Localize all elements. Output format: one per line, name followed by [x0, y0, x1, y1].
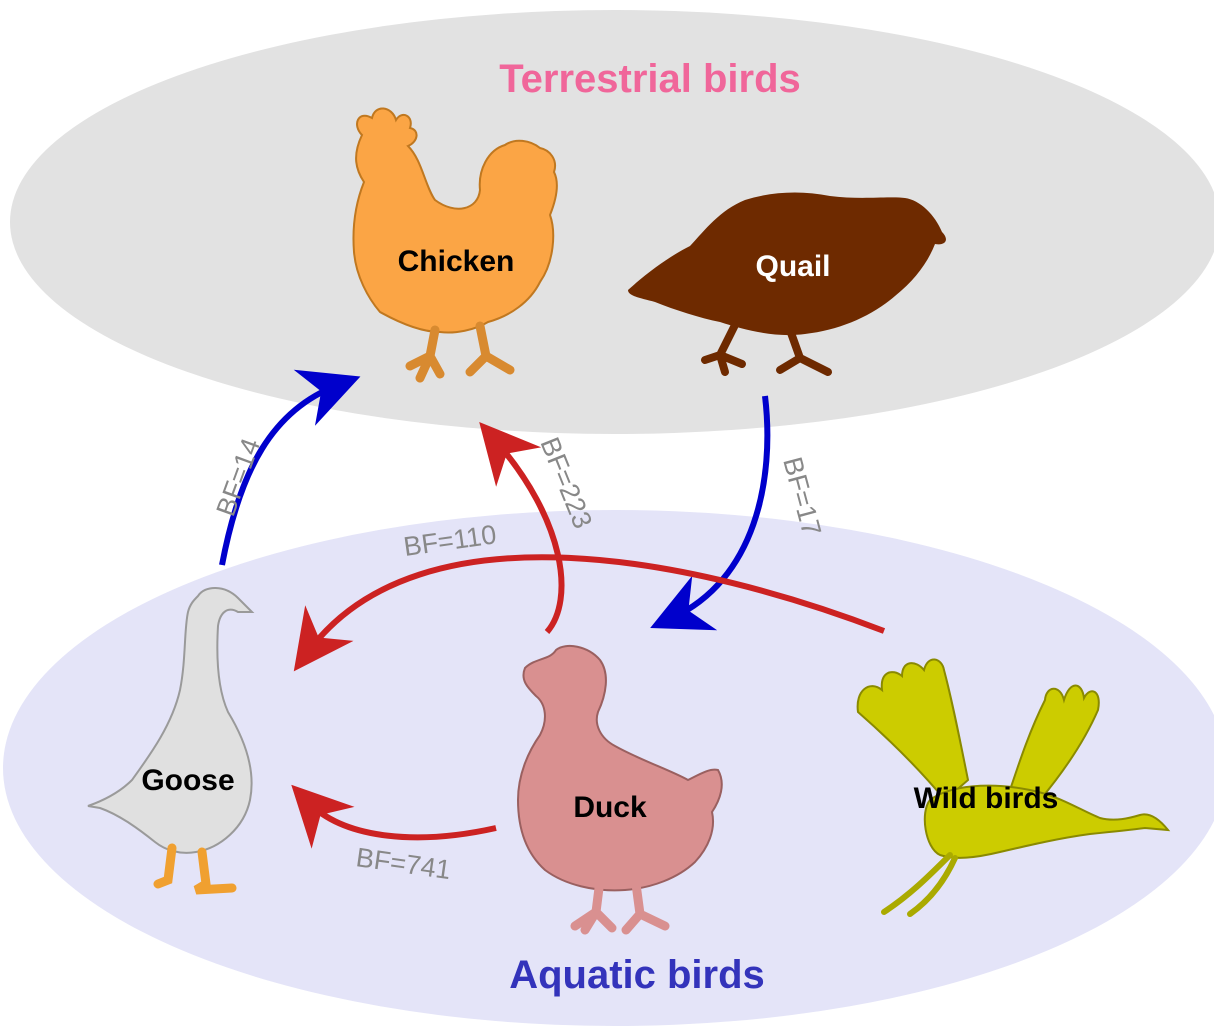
duck-label: Duck — [573, 791, 647, 824]
bf-label-goose-chicken: BF=14 — [210, 434, 266, 520]
chicken-label: Chicken — [398, 245, 515, 278]
aquatic-label: Aquatic birds — [509, 953, 765, 997]
terrestrial-label: Terrestrial birds — [499, 57, 801, 101]
quail-label: Quail — [755, 250, 830, 283]
wild-birds-label: Wild birds — [914, 782, 1059, 815]
goose-label: Goose — [141, 764, 234, 797]
